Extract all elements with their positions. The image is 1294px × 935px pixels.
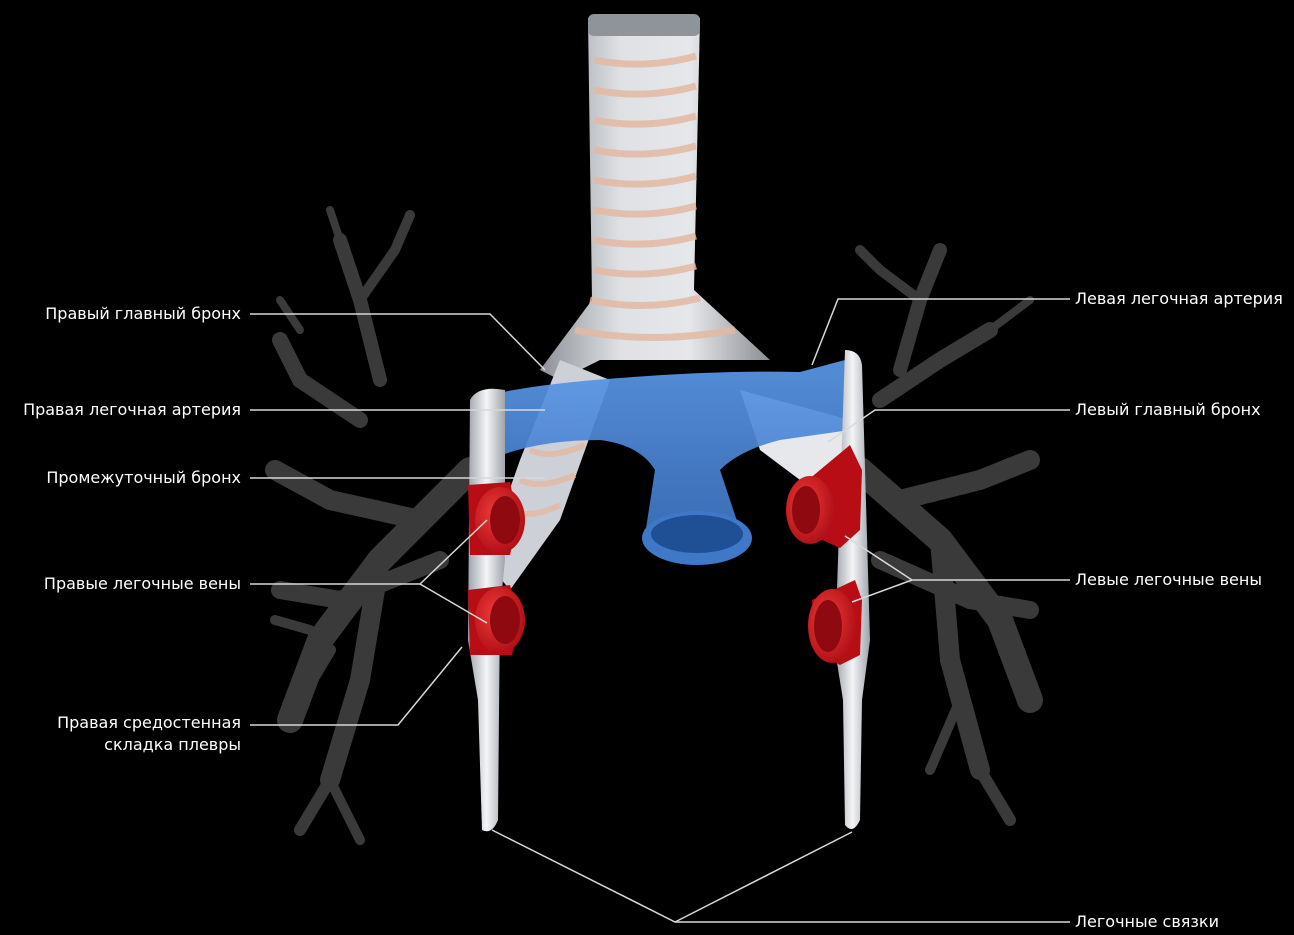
label-right-pulmonary-artery: Правая легочная артерия: [23, 400, 241, 420]
label-left-pulmonary-veins: Левые легочные вены: [1075, 570, 1262, 590]
label-left-main-bronchus: Левый главный бронх: [1075, 400, 1261, 420]
label-right-mediastinal-pleura-line2: складка плевры: [104, 735, 241, 755]
leader-left-main-bronchus: [828, 410, 1070, 442]
leader-pulmonary-ligament-a: [492, 830, 1070, 922]
label-pulmonary-ligaments: Легочные связки: [1075, 912, 1219, 932]
right-lung-bronchial-tree: [275, 210, 470, 840]
left-lung-bronchial-tree: [860, 250, 1030, 820]
label-right-pulmonary-veins: Правые легочные вены: [44, 574, 241, 594]
label-right-mediastinal-pleura-line1: Правая средостенная: [57, 713, 241, 733]
label-intermediate-bronchus: Промежуточный бронх: [46, 468, 241, 488]
trachea: [540, 14, 770, 380]
leader-pulmonary-ligament-b: [675, 832, 852, 922]
label-right-main-bronchus: Правый главный бронх: [45, 304, 241, 324]
label-left-pulmonary-artery: Левая легочная артерия: [1075, 289, 1283, 309]
